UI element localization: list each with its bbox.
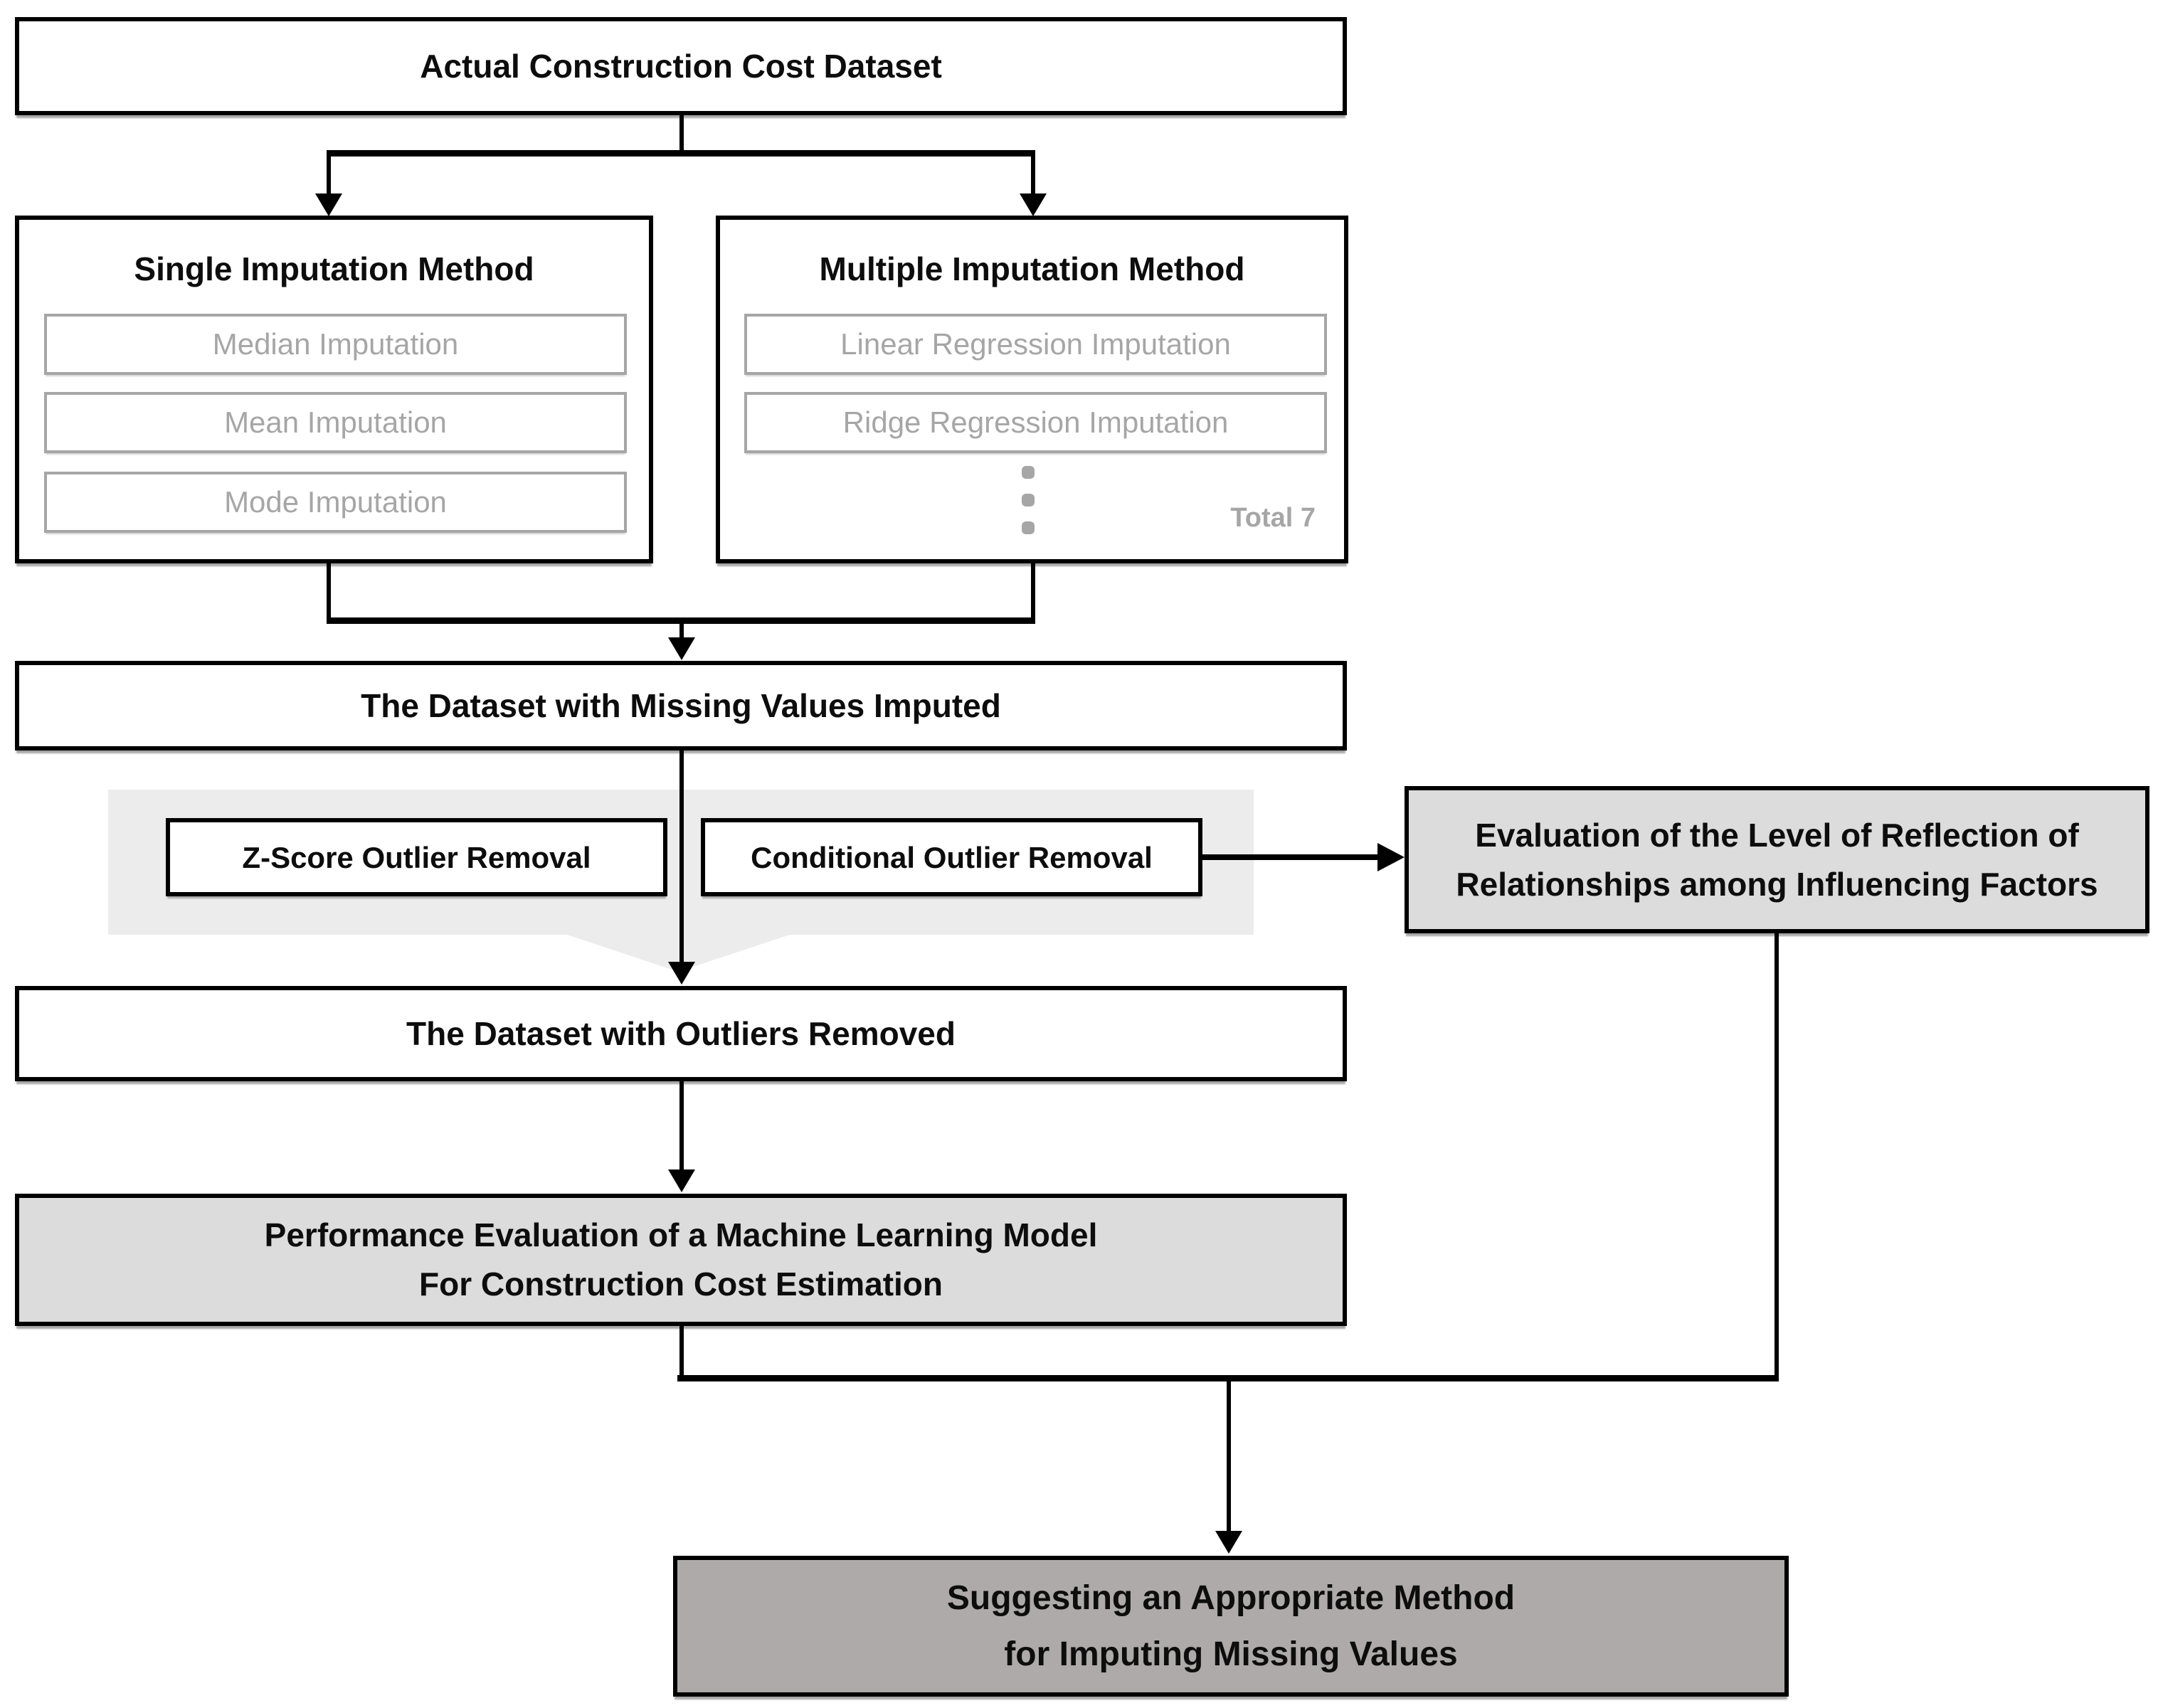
node-outliers-removed-dataset: The Dataset with Outliers Removed xyxy=(15,986,1347,1081)
node-imputed-dataset-label: The Dataset with Missing Values Imputed xyxy=(361,686,1001,724)
connector-suggestion-stem xyxy=(1227,1380,1231,1532)
node-actual-dataset: Actual Construction Cost Dataset xyxy=(15,17,1347,115)
node-actual-dataset-label: Actual Construction Cost Dataset xyxy=(420,47,942,85)
node-conditional-outlier-removal: Conditional Outlier Removal xyxy=(701,818,1202,896)
arrowhead-to-performance xyxy=(668,1169,695,1192)
item-mean-imputation-label: Mean Imputation xyxy=(224,405,447,439)
ellipsis-dot xyxy=(1022,494,1035,506)
node-suggestion-line2: for Imputing Missing Values xyxy=(1004,1635,1458,1673)
arrowhead-to-suggestion xyxy=(1215,1531,1242,1554)
single-imputation-title: Single Imputation Method xyxy=(134,250,534,287)
connector-merge-stem xyxy=(679,622,684,640)
node-imputed-dataset: The Dataset with Missing Values Imputed xyxy=(15,661,1347,750)
connector-imputed-down xyxy=(679,750,684,965)
item-mean-imputation: Mean Imputation xyxy=(44,392,627,453)
node-outliers-removed-label: The Dataset with Outliers Removed xyxy=(406,1014,956,1052)
item-ridge-regression-imputation-label: Ridge Regression Imputation xyxy=(842,405,1229,439)
connector-bottom-merge-bar xyxy=(677,1375,1779,1381)
node-zscore-outlier-removal: Z-Score Outlier Removal xyxy=(166,818,667,896)
connector-branch-bar xyxy=(327,150,1035,157)
total-count-label: Total 7 xyxy=(1230,503,1316,533)
connector-single-down xyxy=(327,563,331,624)
node-suggestion-line1: Suggesting an Appropriate Method xyxy=(946,1579,1516,1617)
node-evaluation-reflection: Evaluation of the Level of Reflection of… xyxy=(1405,786,2149,933)
arrowhead-to-outliers xyxy=(668,962,695,985)
item-linear-regression-imputation: Linear Regression Imputation xyxy=(744,314,1327,375)
arrowhead-to-evaluation xyxy=(1377,843,1405,871)
connector-conditional-to-eval xyxy=(1202,854,1382,860)
item-median-imputation: Median Imputation xyxy=(44,314,627,375)
connector-merge-bar xyxy=(327,617,1035,624)
connector-branch-left-stem xyxy=(327,152,331,198)
connector-branch-right-stem xyxy=(1031,152,1035,198)
node-single-imputation: Single Imputation Method Median Imputati… xyxy=(15,216,653,563)
node-multiple-imputation: Multiple Imputation Method Linear Regres… xyxy=(716,216,1348,563)
node-zscore-label: Z-Score Outlier Removal xyxy=(242,840,591,874)
arrowhead-to-imputed xyxy=(668,637,695,660)
connector-outliers-down xyxy=(679,1081,684,1174)
node-performance-line1: Performance Evaluation of a Machine Lear… xyxy=(264,1216,1098,1253)
ellipsis-dot xyxy=(1022,521,1035,534)
multiple-imputation-title: Multiple Imputation Method xyxy=(819,250,1245,287)
node-conditional-label: Conditional Outlier Removal xyxy=(751,840,1153,874)
connector-top-stem xyxy=(679,114,684,152)
ellipsis-dot xyxy=(1022,466,1035,479)
item-mode-imputation: Mode Imputation xyxy=(44,472,627,533)
node-performance-evaluation: Performance Evaluation of a Machine Lear… xyxy=(15,1194,1347,1326)
connector-multiple-down xyxy=(1031,563,1035,624)
node-performance-line2: For Construction Cost Estimation xyxy=(419,1266,943,1303)
connector-evaluation-down xyxy=(1774,933,1779,1380)
node-suggestion: Suggesting an Appropriate Method for Imp… xyxy=(673,1556,1789,1697)
arrowhead-to-multiple xyxy=(1020,193,1047,216)
item-mode-imputation-label: Mode Imputation xyxy=(224,485,447,519)
node-evaluation-line1: Evaluation of the Level of Reflection of xyxy=(1475,816,2079,854)
item-median-imputation-label: Median Imputation xyxy=(212,327,459,361)
node-evaluation-line2: Relationships among Influencing Factors xyxy=(1456,865,2098,903)
item-ridge-regression-imputation: Ridge Regression Imputation xyxy=(744,392,1327,453)
item-linear-regression-imputation-label: Linear Regression Imputation xyxy=(840,327,1231,361)
connector-performance-down xyxy=(679,1326,684,1380)
arrowhead-to-single xyxy=(315,193,342,216)
